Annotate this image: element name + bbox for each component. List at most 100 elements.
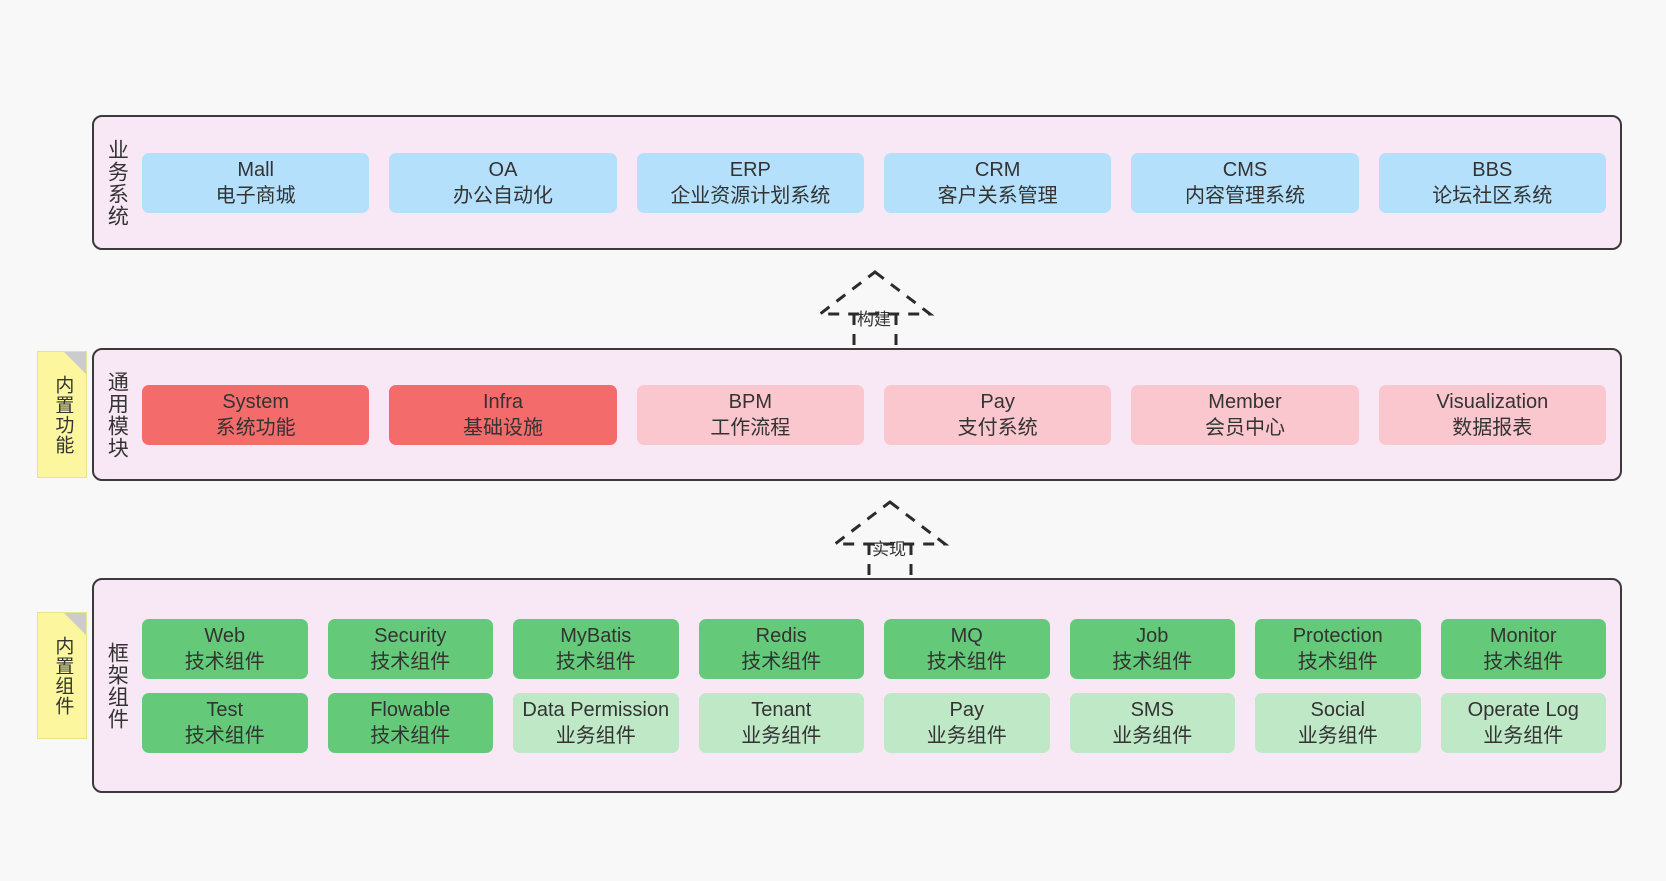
card-subtitle: 技术组件 <box>370 724 451 747</box>
card-oa[interactable]: OA 办公自动化 <box>389 152 617 213</box>
connector-build: 构建 <box>800 268 950 358</box>
card-subtitle: 技术组件 <box>1483 650 1564 673</box>
card-title: Visualization <box>1436 390 1549 413</box>
card-protection[interactable]: Protection 技术组件 <box>1255 618 1421 679</box>
card-subtitle: 技术组件 <box>184 724 265 747</box>
card-subtitle: 办公自动化 <box>452 184 553 207</box>
card-title: Web <box>204 624 246 647</box>
card-subtitle: 技术组件 <box>926 650 1007 673</box>
card-title: BBS <box>1472 158 1513 181</box>
card-row: System 系统功能 Infra 基础设施 BPM 工作流程 Pay 支付系统 Member 会… <box>142 384 1606 445</box>
card-title: OA <box>488 158 518 181</box>
layer-label-framework-components: 框架组件 <box>105 641 129 730</box>
card-member[interactable]: Member 会员中心 <box>1131 384 1359 445</box>
card-title: Protection <box>1292 624 1383 647</box>
card-title: Social <box>1310 698 1365 721</box>
card-subtitle: 系统功能 <box>215 416 296 439</box>
card-bpm[interactable]: BPM 工作流程 <box>636 384 864 445</box>
card-subtitle: 工作流程 <box>710 416 791 439</box>
card-security[interactable]: Security 技术组件 <box>327 618 493 679</box>
card-subtitle: 业务组件 <box>1297 724 1378 747</box>
card-title: System <box>222 390 289 413</box>
card-pay[interactable]: Pay 业务组件 <box>884 692 1050 753</box>
layer-label-common-modules: 通用模块 <box>105 370 129 459</box>
connector-realize: 实现 <box>815 498 965 588</box>
card-title: Redis <box>755 624 807 647</box>
card-subtitle: 业务组件 <box>741 724 822 747</box>
note-label-builtin-components: 内置组件 <box>52 635 74 716</box>
card-mq[interactable]: MQ 技术组件 <box>884 618 1050 679</box>
card-title: MyBatis <box>560 624 632 647</box>
card-subtitle: 基础设施 <box>462 416 543 439</box>
layer-common-modules: 通用模块 System 系统功能 Infra 基础设施 BPM 工作流程 Pay 支付系统 Me… <box>92 348 1622 481</box>
card-redis[interactable]: Redis 技术组件 <box>698 618 864 679</box>
card-bbs[interactable]: BBS 论坛社区系统 <box>1378 152 1606 213</box>
arrow-head-realize <box>830 500 950 546</box>
card-title: Job <box>1136 624 1169 647</box>
card-title: Pay <box>980 390 1015 413</box>
card-system[interactable]: System 系统功能 <box>142 384 370 445</box>
card-title: CMS <box>1222 158 1268 181</box>
card-subtitle: 数据报表 <box>1452 416 1533 439</box>
card-subtitle: 技术组件 <box>370 650 451 673</box>
card-cms[interactable]: CMS 内容管理系统 <box>1131 152 1359 213</box>
card-tenant[interactable]: Tenant 业务组件 <box>698 692 864 753</box>
card-pay[interactable]: Pay 支付系统 <box>883 384 1112 445</box>
card-title: BPM <box>728 390 772 413</box>
note-builtin-components: 内置组件 <box>37 612 87 739</box>
card-title: Infra <box>482 390 523 413</box>
note-builtin-functions: 内置功能 <box>37 351 87 478</box>
card-subtitle: 技术组件 <box>555 650 636 673</box>
card-title: Tenant <box>751 698 812 721</box>
arrow-head-build <box>815 270 935 316</box>
card-title: Monitor <box>1489 624 1557 647</box>
card-sms[interactable]: SMS 业务组件 <box>1069 692 1235 753</box>
card-subtitle: 业务组件 <box>926 724 1007 747</box>
card-subtitle: 技术组件 <box>1112 650 1193 673</box>
card-title: SMS <box>1130 698 1174 721</box>
card-subtitle: 技术组件 <box>1297 650 1378 673</box>
card-title: Security <box>374 624 447 647</box>
card-title: Pay <box>949 698 984 721</box>
card-subtitle: 电子商城 <box>215 184 296 207</box>
card-subtitle: 支付系统 <box>957 416 1038 439</box>
card-mybatis[interactable]: MyBatis 技术组件 <box>513 618 679 679</box>
card-subtitle: 论坛社区系统 <box>1432 184 1553 207</box>
card-subtitle: 内容管理系统 <box>1184 184 1305 207</box>
card-infra[interactable]: Infra 基础设施 <box>389 384 617 445</box>
card-title: MQ <box>950 624 983 647</box>
card-visualization[interactable]: Visualization 数据报表 <box>1378 384 1606 445</box>
note-label-builtin-functions: 内置功能 <box>52 374 74 455</box>
card-title: Member <box>1208 390 1282 413</box>
card-subtitle: 客户关系管理 <box>937 184 1058 207</box>
card-title: Operate Log <box>1467 698 1579 721</box>
layer-body-common-modules: System 系统功能 Infra 基础设施 BPM 工作流程 Pay 支付系统 Member 会… <box>138 350 1620 479</box>
card-social[interactable]: Social 业务组件 <box>1255 692 1421 753</box>
card-subtitle: 技术组件 <box>741 650 822 673</box>
card-monitor[interactable]: Monitor 技术组件 <box>1440 618 1606 679</box>
card-subtitle: 业务组件 <box>1112 724 1193 747</box>
card-subtitle: 业务组件 <box>555 724 636 747</box>
card-subtitle: 会员中心 <box>1204 416 1285 439</box>
card-title: ERP <box>729 158 771 181</box>
connector-label-build: 构建 <box>857 310 891 329</box>
card-subtitle: 技术组件 <box>184 650 265 673</box>
card-job[interactable]: Job 技术组件 <box>1069 618 1235 679</box>
card-web[interactable]: Web 技术组件 <box>142 618 308 679</box>
card-title: CRM <box>974 158 1021 181</box>
card-crm[interactable]: CRM 客户关系管理 <box>883 152 1112 213</box>
